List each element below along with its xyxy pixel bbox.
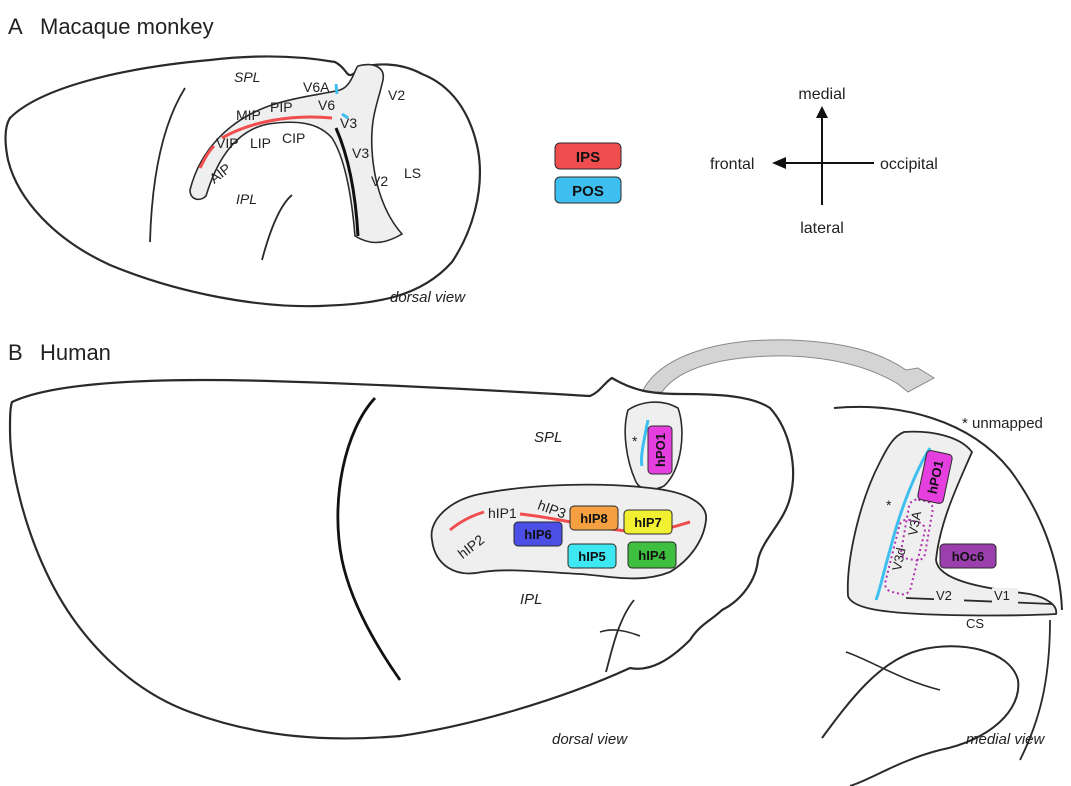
panel-b-letter: B	[8, 340, 23, 365]
compass-frontal-label: frontal	[710, 156, 754, 173]
area-hip5-label: hIP5	[578, 549, 605, 564]
human-spl-label: SPL	[534, 429, 562, 446]
macaque-v3-top-label: V3	[340, 115, 357, 131]
macaque-v3-mid-label: V3	[352, 145, 369, 161]
macaque-v6-label: V6	[318, 97, 335, 113]
macaque-v6a-label: V6A	[303, 79, 330, 95]
medial-brainstem-line	[846, 652, 940, 690]
panel-b-dorsal-view-label: dorsal view	[552, 731, 628, 748]
medial-v2-label: V2	[936, 588, 952, 603]
macaque-mip-label: MIP	[236, 107, 261, 123]
legend-pos-label: POS	[572, 183, 604, 200]
human-hip1-label: hIP1	[488, 505, 517, 521]
macaque-v2-mid-label: V2	[371, 173, 388, 189]
legend-ips-label: IPS	[576, 149, 600, 166]
macaque-pos-line-1	[336, 84, 337, 94]
medial-v1-label: V1	[994, 588, 1010, 603]
medial-cs-label: CS	[966, 616, 984, 631]
medial-cerebellum-outline	[822, 646, 1018, 786]
macaque-cip-label: CIP	[282, 130, 305, 146]
orientation-compass	[772, 106, 874, 205]
macaque-lip-label: LIP	[250, 135, 271, 151]
unmapped-note: * unmapped	[962, 415, 1043, 432]
panel-a-view-label: dorsal view	[390, 289, 466, 306]
panel-a-letter: A	[8, 14, 23, 39]
human-dorsal-star: *	[632, 433, 638, 449]
area-hip6-label: hIP6	[524, 527, 551, 542]
panel-a-title: Macaque monkey	[40, 14, 214, 39]
area-hip4-label: hIP4	[638, 548, 666, 563]
area-hip8-label: hIP8	[580, 511, 607, 526]
macaque-v2-top-label: V2	[388, 87, 405, 103]
area-hip7-label: hIP7	[634, 515, 661, 530]
macaque-spl-label: SPL	[234, 69, 260, 85]
macaque-vip-label: VIP	[216, 135, 239, 151]
compass-occipital-label: occipital	[880, 156, 938, 173]
area-hpo1-dorsal-label: hPO1	[653, 433, 668, 467]
compass-medial-label: medial	[798, 86, 845, 103]
area-hoc6-label: hOc6	[952, 549, 985, 564]
compass-lateral-label: lateral	[800, 220, 844, 237]
macaque-pip-label: PIP	[270, 99, 293, 115]
macaque-ls-label: LS	[404, 165, 421, 181]
panel-b-title: Human	[40, 340, 111, 365]
panel-b-medial-view-label: medial view	[966, 731, 1046, 748]
macaque-ipl-label: IPL	[236, 191, 257, 207]
medial-star: *	[886, 497, 892, 513]
macaque-brain-outline	[6, 56, 480, 306]
human-ipl-label: IPL	[520, 591, 543, 608]
medial-view-arrow	[642, 340, 934, 392]
